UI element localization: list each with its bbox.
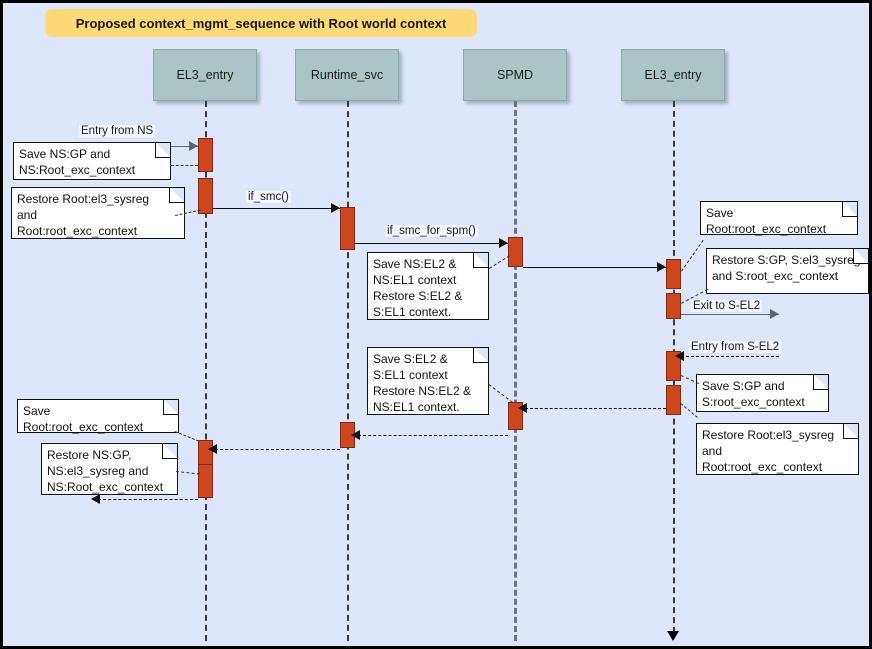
message-label-exit-to-sel2: Exit to S-EL2 <box>691 300 763 312</box>
note-fold-icon <box>162 444 177 459</box>
note-fold-icon <box>843 424 858 439</box>
activation-bar <box>340 207 355 250</box>
message-line-spmd-to-el3 <box>523 267 666 268</box>
message-label-if-smc: if_smc() <box>246 191 291 203</box>
activation-bar <box>666 259 681 289</box>
message-arrowhead <box>208 444 217 454</box>
note-fold-icon <box>813 375 828 390</box>
note-connector <box>175 471 200 475</box>
note-save-ns-gp: Save NS:GP and NS:Root_exc_context <box>13 142 171 180</box>
activation-bar <box>666 293 681 319</box>
note-save-ns-el2: Save NS:EL2 & NS:EL1 context Restore S:E… <box>367 252 489 320</box>
participant-el3-entry-right[interactable]: EL3_entry <box>621 49 725 101</box>
note-connector <box>171 165 198 166</box>
activation-bar <box>198 464 213 498</box>
message-arrowhead <box>657 262 666 272</box>
message-arrowhead <box>675 351 684 361</box>
activation-bar <box>198 138 213 172</box>
message-label-entry-from-sel2: Entry from S-EL2 <box>689 341 782 353</box>
note-restore-s-gp: Restore S:GP, S:el3_sysreg and S:root_ex… <box>706 248 869 294</box>
note-connector <box>174 431 200 442</box>
note-fold-icon <box>155 143 170 158</box>
note-fold-icon <box>163 400 178 415</box>
message-line-return-to-el3-entry <box>215 449 340 450</box>
participant-spmd[interactable]: SPMD <box>463 49 567 101</box>
message-line-exit-to-sel2 <box>681 314 779 315</box>
note-fold-icon <box>842 202 857 217</box>
message-arrowhead <box>518 403 527 413</box>
note-connector <box>681 239 704 272</box>
message-arrowhead <box>331 203 340 213</box>
diagram-title: Proposed context_mgmt_sequence with Root… <box>45 9 477 37</box>
note-fold-icon <box>473 253 488 268</box>
message-line-if-smc-for-spm <box>355 243 508 244</box>
lifeline-el3-entry-left <box>205 101 207 641</box>
message-line-if-smc <box>213 208 340 209</box>
message-arrowhead <box>351 430 360 440</box>
note-connector <box>489 255 510 269</box>
note-restore-root-el3-sysreg-right: Restore Root:el3_sysreg and Root:root_ex… <box>696 423 859 475</box>
lifeline-runtime-svc <box>347 101 349 641</box>
note-fold-icon <box>473 348 488 363</box>
message-line-entry-from-sel2 <box>681 356 779 357</box>
participant-el3-entry-left[interactable]: EL3_entry <box>153 49 257 101</box>
message-line-return-to-spmd <box>525 408 666 409</box>
activation-bar <box>666 385 681 415</box>
message-arrowhead <box>770 309 779 319</box>
note-connector <box>488 384 513 403</box>
note-fold-icon <box>169 188 184 203</box>
message-arrowhead <box>91 494 100 504</box>
message-label-if-smc-for-spm: if_smc_for_spm() <box>385 225 478 237</box>
participant-runtime-svc[interactable]: Runtime_svc <box>295 49 399 101</box>
message-line-return-to-runtime-svc <box>358 435 508 436</box>
message-line-final-exit <box>98 499 198 500</box>
lifeline-end-arrow <box>667 631 679 641</box>
note-save-root-exc-context-lower: Save Root:root_exc_context <box>17 399 179 434</box>
message-arrowhead <box>499 238 508 248</box>
lifeline-spmd <box>514 101 517 641</box>
note-restore-ns-gp: Restore NS:GP, NS:el3_sysreg and NS:Root… <box>41 443 178 495</box>
activation-bar <box>198 178 213 214</box>
note-restore-root-el3-sysreg: Restore Root:el3_sysreg and Root:root_ex… <box>11 187 185 239</box>
note-save-root-exc-context-upper: Save Root:root_exc_context <box>700 201 858 236</box>
note-save-s-el2: Save S:EL2 & S:EL1 context Restore NS:EL… <box>367 347 489 415</box>
message-label-entry-from-ns: Entry from NS <box>79 125 156 137</box>
note-fold-icon <box>853 249 868 264</box>
note-save-s-gp: Save S:GP and S:root_exc_context <box>696 374 829 412</box>
activation-bar <box>508 237 523 267</box>
message-arrowhead <box>189 141 198 151</box>
